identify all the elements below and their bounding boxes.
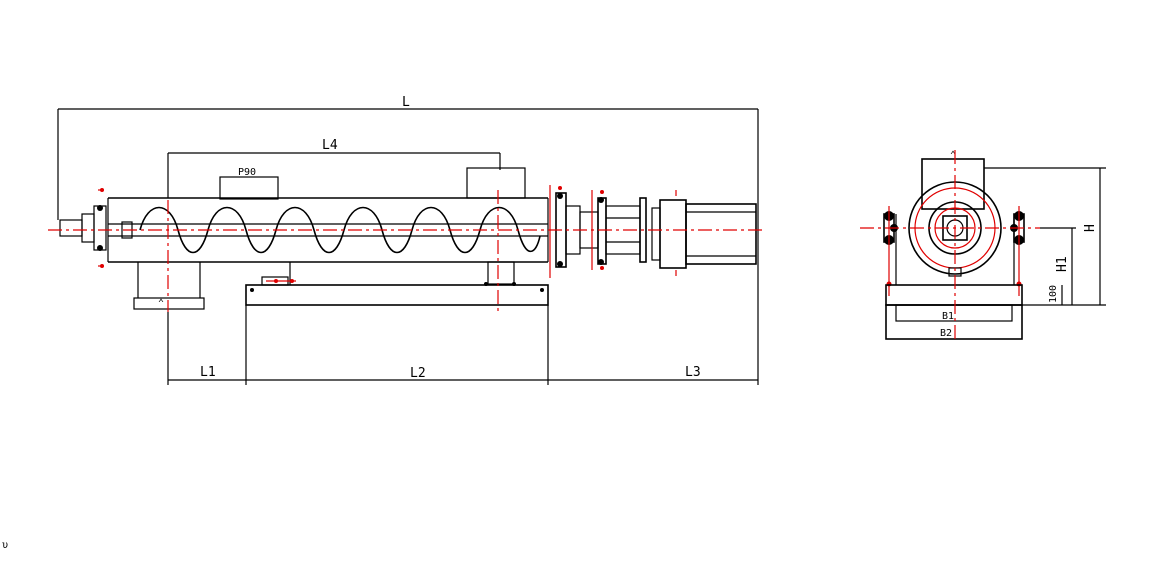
label-l1: L1 xyxy=(200,365,216,380)
label-l2: L2 xyxy=(410,366,426,381)
label-overall-length: L xyxy=(402,95,410,110)
svg-text:⌃: ⌃ xyxy=(950,150,956,161)
label-inlet: P90 xyxy=(238,167,256,178)
end-view: ⌃ B1 B2 xyxy=(860,150,1106,340)
label-b2: B2 xyxy=(940,328,952,339)
label-height-1: H1 xyxy=(1055,256,1070,272)
dimension-heights: H H1 100 xyxy=(984,167,1106,306)
side-view: L L4 P90 ⌃ xyxy=(48,95,766,385)
label-l3: L3 xyxy=(685,365,701,380)
support-frame xyxy=(245,262,549,306)
discharge-chute: ⌃ xyxy=(133,262,205,310)
dimension-overall-length: L xyxy=(57,95,759,385)
left-bearing xyxy=(59,188,107,268)
label-base-height: 100 xyxy=(1048,285,1059,303)
top-hopper xyxy=(466,167,526,285)
drive-flange xyxy=(549,185,647,278)
label-b1: B1 xyxy=(942,311,954,322)
dimension-bottom: L1 L2 L3 xyxy=(167,305,758,385)
drive-motor xyxy=(651,190,757,276)
label-l4: L4 xyxy=(322,138,338,153)
inlet-box: P90 xyxy=(219,167,279,200)
corner-mark: υ xyxy=(2,540,8,551)
label-height: H xyxy=(1083,224,1098,232)
svg-text:⌃: ⌃ xyxy=(158,298,164,309)
dimension-l4: L4 xyxy=(167,138,501,198)
end-flange-bolts xyxy=(883,206,1025,296)
